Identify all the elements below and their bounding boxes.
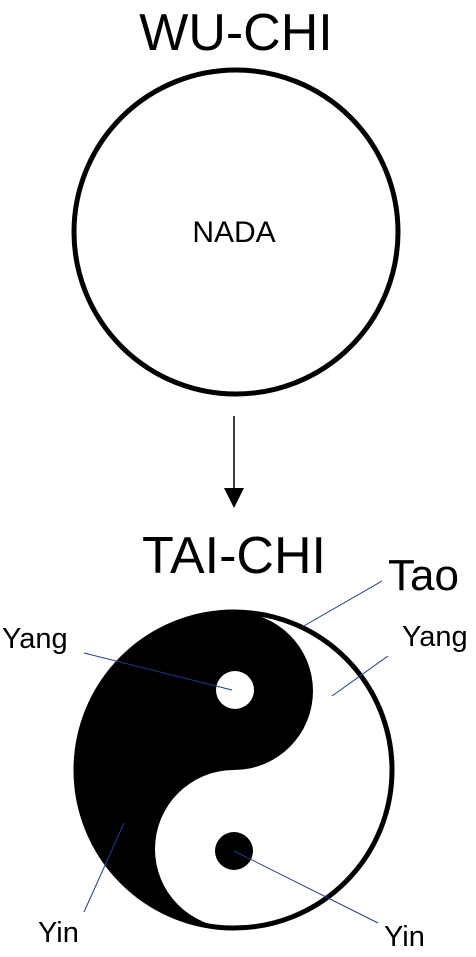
yin-yang-symbol	[73, 609, 395, 931]
label-yin-left: Yin	[38, 917, 79, 949]
leader-tao	[301, 580, 383, 628]
tao-outer-ring	[73, 609, 395, 931]
label-yang-right: Yang	[402, 621, 468, 653]
arrow-down	[224, 416, 244, 508]
label-yin-right: Yin	[384, 921, 425, 953]
label-tao: Tao	[388, 551, 459, 600]
wuchi-center-label: NADA	[192, 216, 275, 249]
yang-dot	[216, 671, 254, 709]
leader-yang-left	[83, 652, 233, 691]
taichi-title: TAI-CHI	[142, 527, 326, 585]
wuchi-title: WU-CHI	[139, 4, 333, 62]
leader-yin-right	[233, 850, 379, 924]
wuchi-circle	[71, 67, 401, 397]
leader-yin-left	[83, 822, 125, 913]
label-yang-left: Yang	[2, 623, 68, 655]
leader-yang-right	[331, 655, 389, 697]
